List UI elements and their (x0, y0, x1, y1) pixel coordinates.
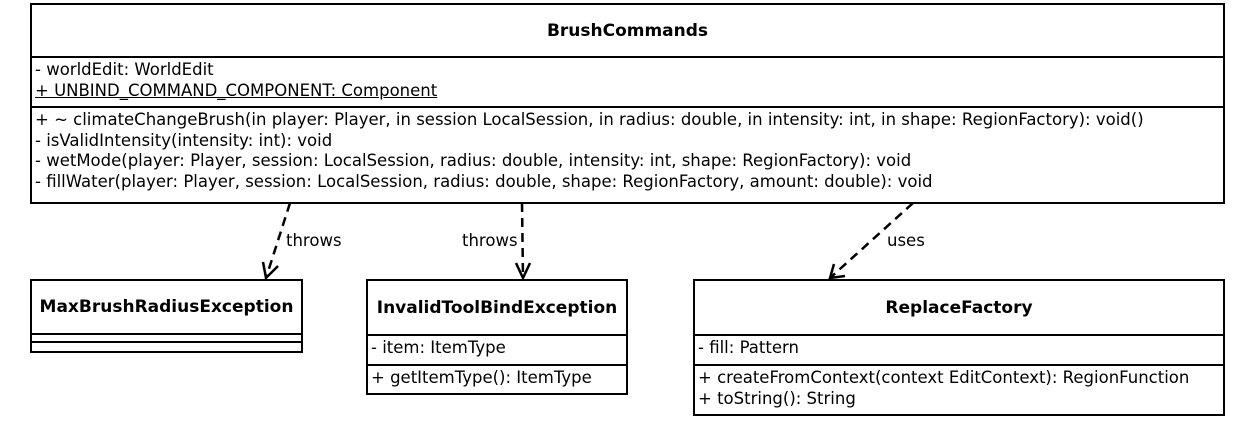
class-name: MaxBrushRadiusException (32, 281, 301, 335)
class-name: BrushCommands (32, 5, 1223, 58)
operation: - wetMode(player: Player, session: Local… (35, 151, 912, 170)
relation-label-uses: uses (887, 231, 925, 250)
dependency-line-throws-invalid-tool (520, 202, 525, 279)
arrowhead-throws-invalid-tool (514, 262, 532, 281)
class-name: ReplaceFactory (695, 281, 1223, 336)
class-max-brush-radius-exception[interactable]: MaxBrushRadiusException (30, 279, 303, 353)
attributes-section: - fill: Pattern (695, 336, 1223, 366)
dependency-line-throws-max-brush (264, 202, 292, 279)
relation-label-throws: throws (462, 231, 518, 250)
arrowhead-uses-replace-factory (828, 263, 846, 280)
arrowhead-throws-max-brush (261, 261, 279, 281)
operations-section: + createFromContext(context EditContext)… (695, 366, 1223, 409)
static-attribute: + UNBIND_COMMAND_COMPONENT: Component (35, 80, 438, 100)
class-replace-factory[interactable]: ReplaceFactory - fill: Pattern + createF… (693, 279, 1225, 416)
class-name: InvalidToolBindException (368, 281, 626, 336)
attribute: - worldEdit: WorldEdit (35, 60, 214, 79)
operation: - isValidIntensity(intensity: int): void (35, 130, 333, 150)
operation: - fillWater(player: Player, session: Loc… (35, 171, 933, 191)
operations-section: + getItemType(): ItemType (368, 366, 626, 389)
class-brush-commands[interactable]: BrushCommands - worldEdit: WorldEdit + U… (30, 3, 1225, 204)
operation: + getItemType(): ItemType (371, 368, 592, 387)
operations-section: + ~ climateChangeBrush(in player: Player… (32, 108, 1223, 192)
operation: + ~ climateChangeBrush(in player: Player… (35, 110, 1144, 129)
attributes-section: - worldEdit: WorldEdit + UNBIND_COMMAND_… (32, 58, 1223, 108)
empty-attributes-section (32, 335, 301, 343)
operation: + createFromContext(context EditContext)… (698, 368, 1190, 387)
class-invalid-tool-bind-exception[interactable]: InvalidToolBindException - item: ItemTyp… (366, 279, 628, 395)
attribute: - item: ItemType (371, 338, 506, 357)
dependency-line-uses-replace-factory (829, 202, 914, 279)
attributes-section: - item: ItemType (368, 336, 626, 366)
attribute: - fill: Pattern (698, 338, 799, 357)
operation: + toString(): String (698, 388, 856, 408)
relation-label-throws: throws (286, 231, 342, 250)
